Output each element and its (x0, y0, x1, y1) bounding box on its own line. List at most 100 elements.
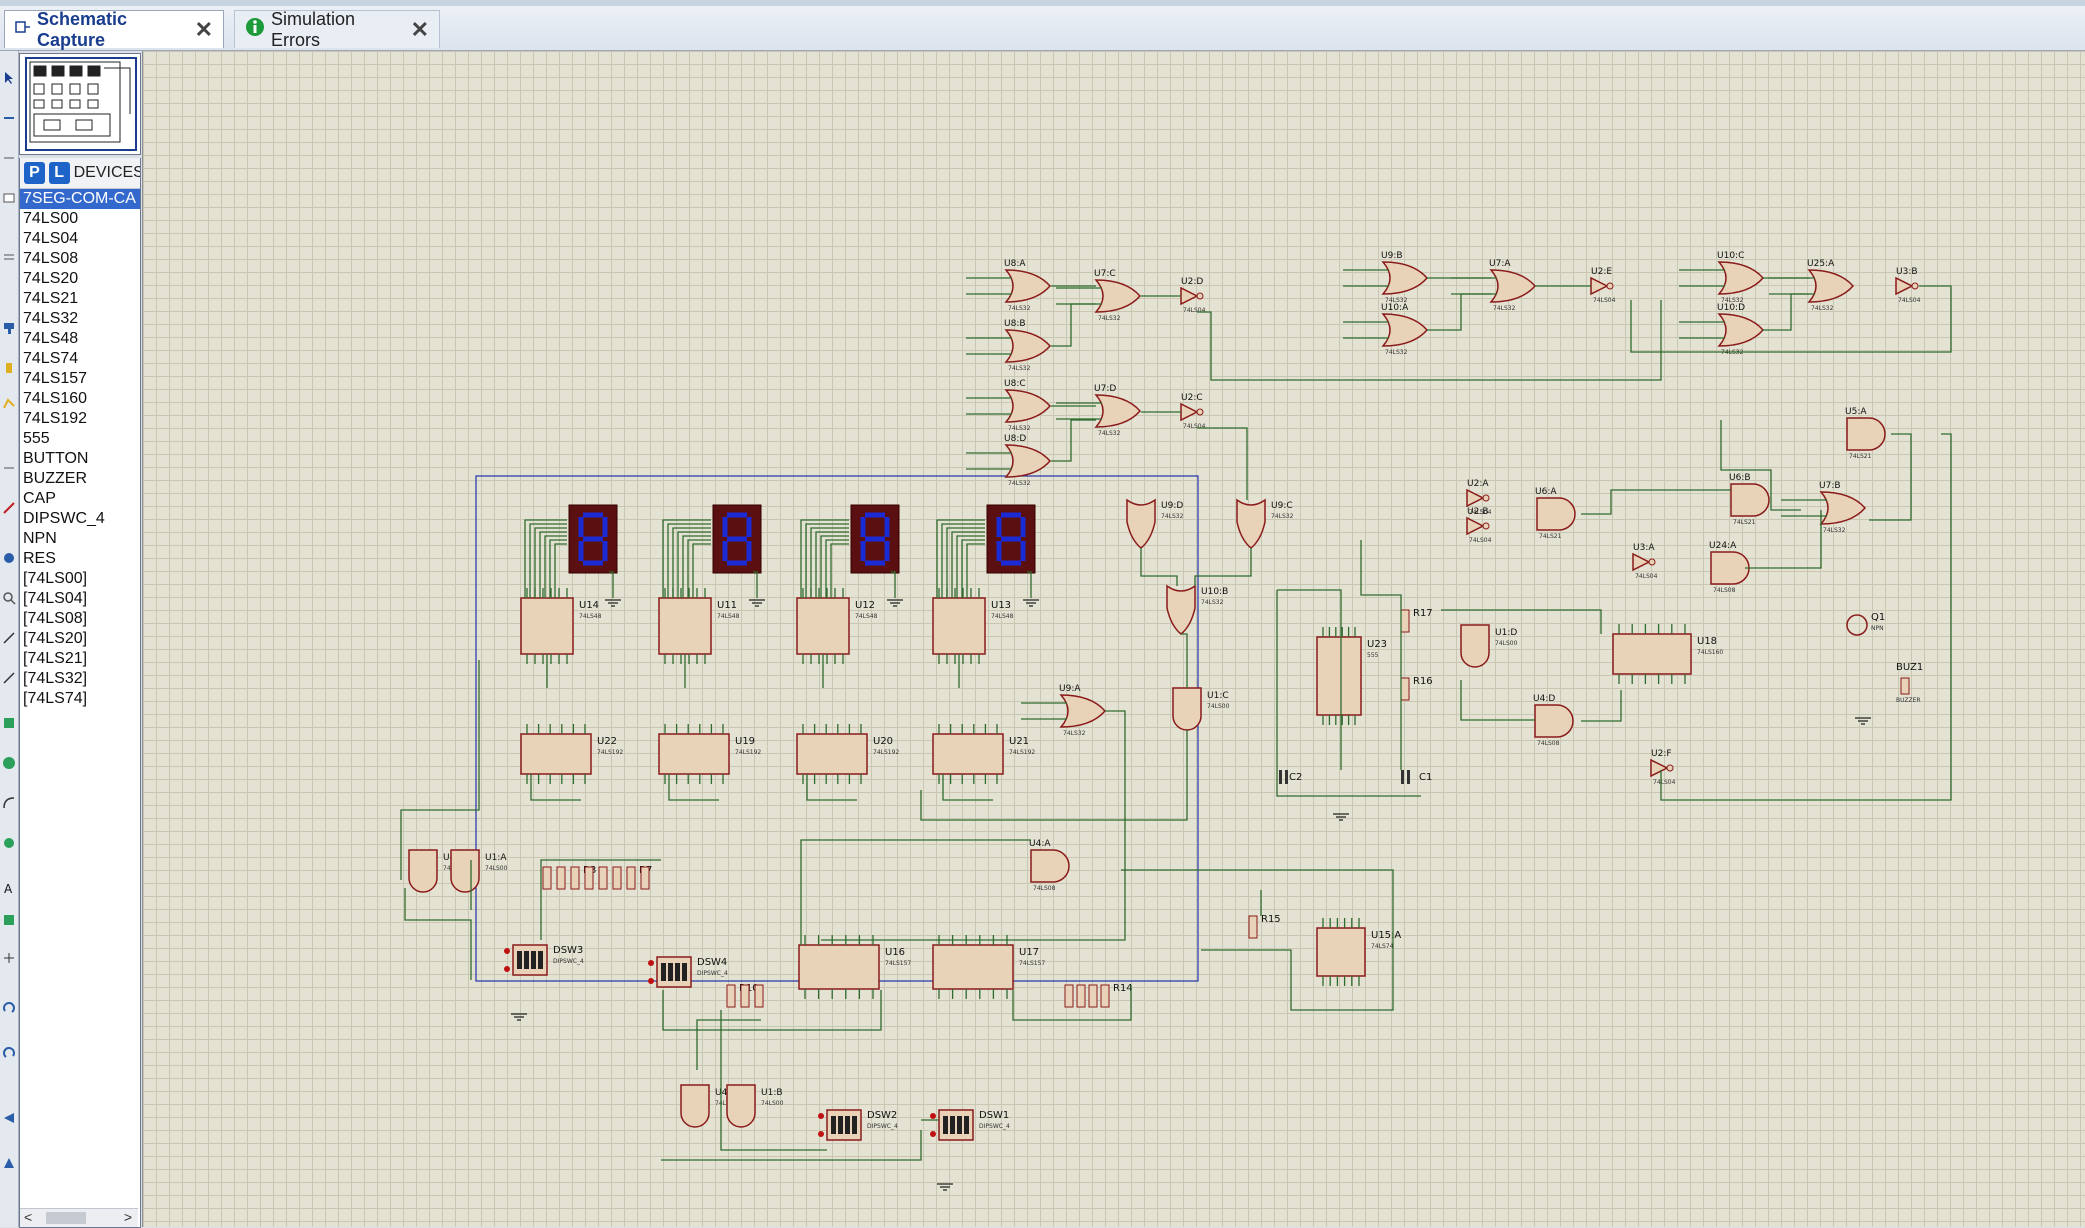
resistor (1076, 984, 1086, 1008)
device-list-item[interactable]: [74LS00] (23, 570, 88, 587)
rotate-ccw-icon[interactable] (2, 1046, 16, 1060)
ic-chip (1316, 636, 1362, 716)
not-bubble (1196, 408, 1204, 416)
device-list-item[interactable]: 74LS160 (23, 390, 88, 407)
device-list-item[interactable]: RES (23, 550, 56, 567)
dip-lever (524, 951, 529, 969)
buzzer-part-label: BUZZER (1896, 697, 1921, 704)
component-tool-icon[interactable] (2, 111, 16, 125)
gate-part-label: 74LS32 (1721, 297, 1744, 304)
select-tool-icon[interactable] (2, 71, 16, 85)
device-list-item[interactable]: 74LS00 (23, 210, 79, 227)
wire (1660, 433, 1952, 801)
scroll-right-icon[interactable]: > (123, 1209, 132, 1225)
device-list-item[interactable]: 74LS04 (23, 230, 79, 247)
scroll-left-icon[interactable]: < (24, 1209, 33, 1225)
dip-lever (675, 963, 680, 981)
generator-tool-icon[interactable] (2, 461, 16, 475)
not-gate (1895, 276, 1914, 296)
text2-tool-icon[interactable]: A (2, 881, 16, 896)
label-tool-icon[interactable] (2, 191, 16, 205)
device-list-item[interactable]: DIPSWC_4 (23, 510, 105, 527)
arc-tool-icon[interactable] (2, 796, 16, 810)
dip-lever (517, 951, 522, 969)
wire (682, 535, 711, 598)
terminal-tool-icon[interactable] (2, 321, 16, 335)
gate-part-label: 74LS00 (1495, 640, 1518, 647)
tab-strip (0, 0, 2085, 6)
close-icon[interactable]: ✕ (410, 16, 429, 42)
pick-devices-button[interactable]: P (24, 162, 45, 184)
gate-part-label: 74LS04 (1653, 779, 1676, 786)
horizontal-scrollbar[interactable]: < > (20, 1208, 138, 1227)
device-list-item[interactable]: 74LS74 (23, 350, 79, 367)
zoom-tool-icon[interactable] (2, 591, 16, 605)
device-list-item[interactable]: 74LS08 (23, 250, 79, 267)
flip-icon[interactable] (2, 1156, 16, 1170)
box-tool-icon[interactable] (2, 716, 16, 730)
circle-tool-icon[interactable] (2, 756, 16, 770)
device-list-item[interactable]: [74LS32] (23, 670, 88, 687)
close-icon[interactable]: ✕ (194, 16, 213, 42)
tab-simulation-errors[interactable]: Simulation Errors ✕ (234, 9, 440, 50)
resistor (726, 984, 736, 1008)
junction-tool-icon[interactable] (2, 151, 16, 165)
not-bubble (1606, 282, 1614, 290)
graph-tool-icon[interactable] (2, 396, 16, 410)
ic-chip (932, 597, 986, 655)
device-list-item[interactable]: 74LS192 (23, 410, 88, 427)
dip-lever (531, 951, 536, 969)
wire (1197, 427, 1248, 500)
scroll-thumb[interactable] (46, 1212, 86, 1224)
wire (1121, 869, 1394, 1011)
wire (1763, 293, 1809, 331)
device-list-item[interactable]: 555 (23, 430, 50, 447)
device-list-item[interactable]: CAP (23, 490, 56, 507)
overview-window[interactable] (19, 53, 141, 155)
tab-schematic-capture[interactable]: Schematic Capture ✕ (4, 9, 224, 50)
gate-part-label: 74LS04 (1898, 297, 1921, 304)
device-list-item[interactable]: 74LS157 (23, 370, 88, 387)
symbol-tool-icon[interactable] (2, 913, 16, 927)
device-list-item[interactable]: NPN (23, 530, 57, 547)
text-tool-icon[interactable] (2, 251, 16, 265)
device-list-item[interactable]: [74LS21] (23, 650, 88, 667)
device-list-item[interactable]: 74LS32 (23, 310, 79, 327)
rotate-cw-icon[interactable] (2, 1001, 16, 1015)
device-list-item[interactable]: 7SEG-COM-CA (20, 189, 140, 209)
resistor (626, 866, 636, 890)
capacitor-label: C1 (1419, 772, 1432, 783)
path-tool-icon[interactable] (2, 836, 16, 850)
instrument-tool-icon[interactable] (2, 551, 16, 565)
ground-symbol (937, 1183, 953, 1191)
switch-ref-label: DSW1 (979, 1110, 1009, 1121)
device-list-item[interactable]: [74LS74] (23, 690, 88, 707)
device-list-item[interactable]: 74LS20 (23, 270, 79, 287)
device-list-item[interactable]: BUZZER (23, 470, 87, 487)
chip-ref-label: U11 (717, 600, 737, 611)
device-list-item[interactable]: [74LS20] (23, 630, 88, 647)
probe-tool-icon[interactable] (2, 501, 16, 515)
device-list-item[interactable]: 74LS48 (23, 330, 79, 347)
wire (672, 527, 711, 598)
device-list-item[interactable]: [74LS08] (23, 610, 88, 627)
line2-tool-icon[interactable] (2, 671, 16, 685)
line-tool-icon[interactable] (2, 631, 16, 645)
pin-tool-icon[interactable] (2, 361, 16, 375)
ic-chip (796, 597, 850, 655)
wire (815, 531, 849, 598)
dip-lever (845, 1116, 850, 1134)
device-list-item[interactable]: [74LS04] (23, 590, 88, 607)
marker-tool-icon[interactable] (2, 951, 16, 965)
gate-part-label: 74LS32 (1098, 315, 1121, 322)
wire (800, 839, 1031, 945)
device-list-item[interactable]: 74LS21 (23, 290, 79, 307)
device-list-item[interactable]: BUTTON (23, 450, 89, 467)
gate-part-label: 74LS32 (1008, 425, 1031, 432)
gate-part-label: 74LS00 (485, 865, 508, 872)
segment-digit (722, 512, 752, 566)
resistor (1248, 915, 1258, 939)
mirror-icon[interactable] (2, 1111, 16, 1125)
library-manager-button[interactable]: L (48, 162, 70, 184)
